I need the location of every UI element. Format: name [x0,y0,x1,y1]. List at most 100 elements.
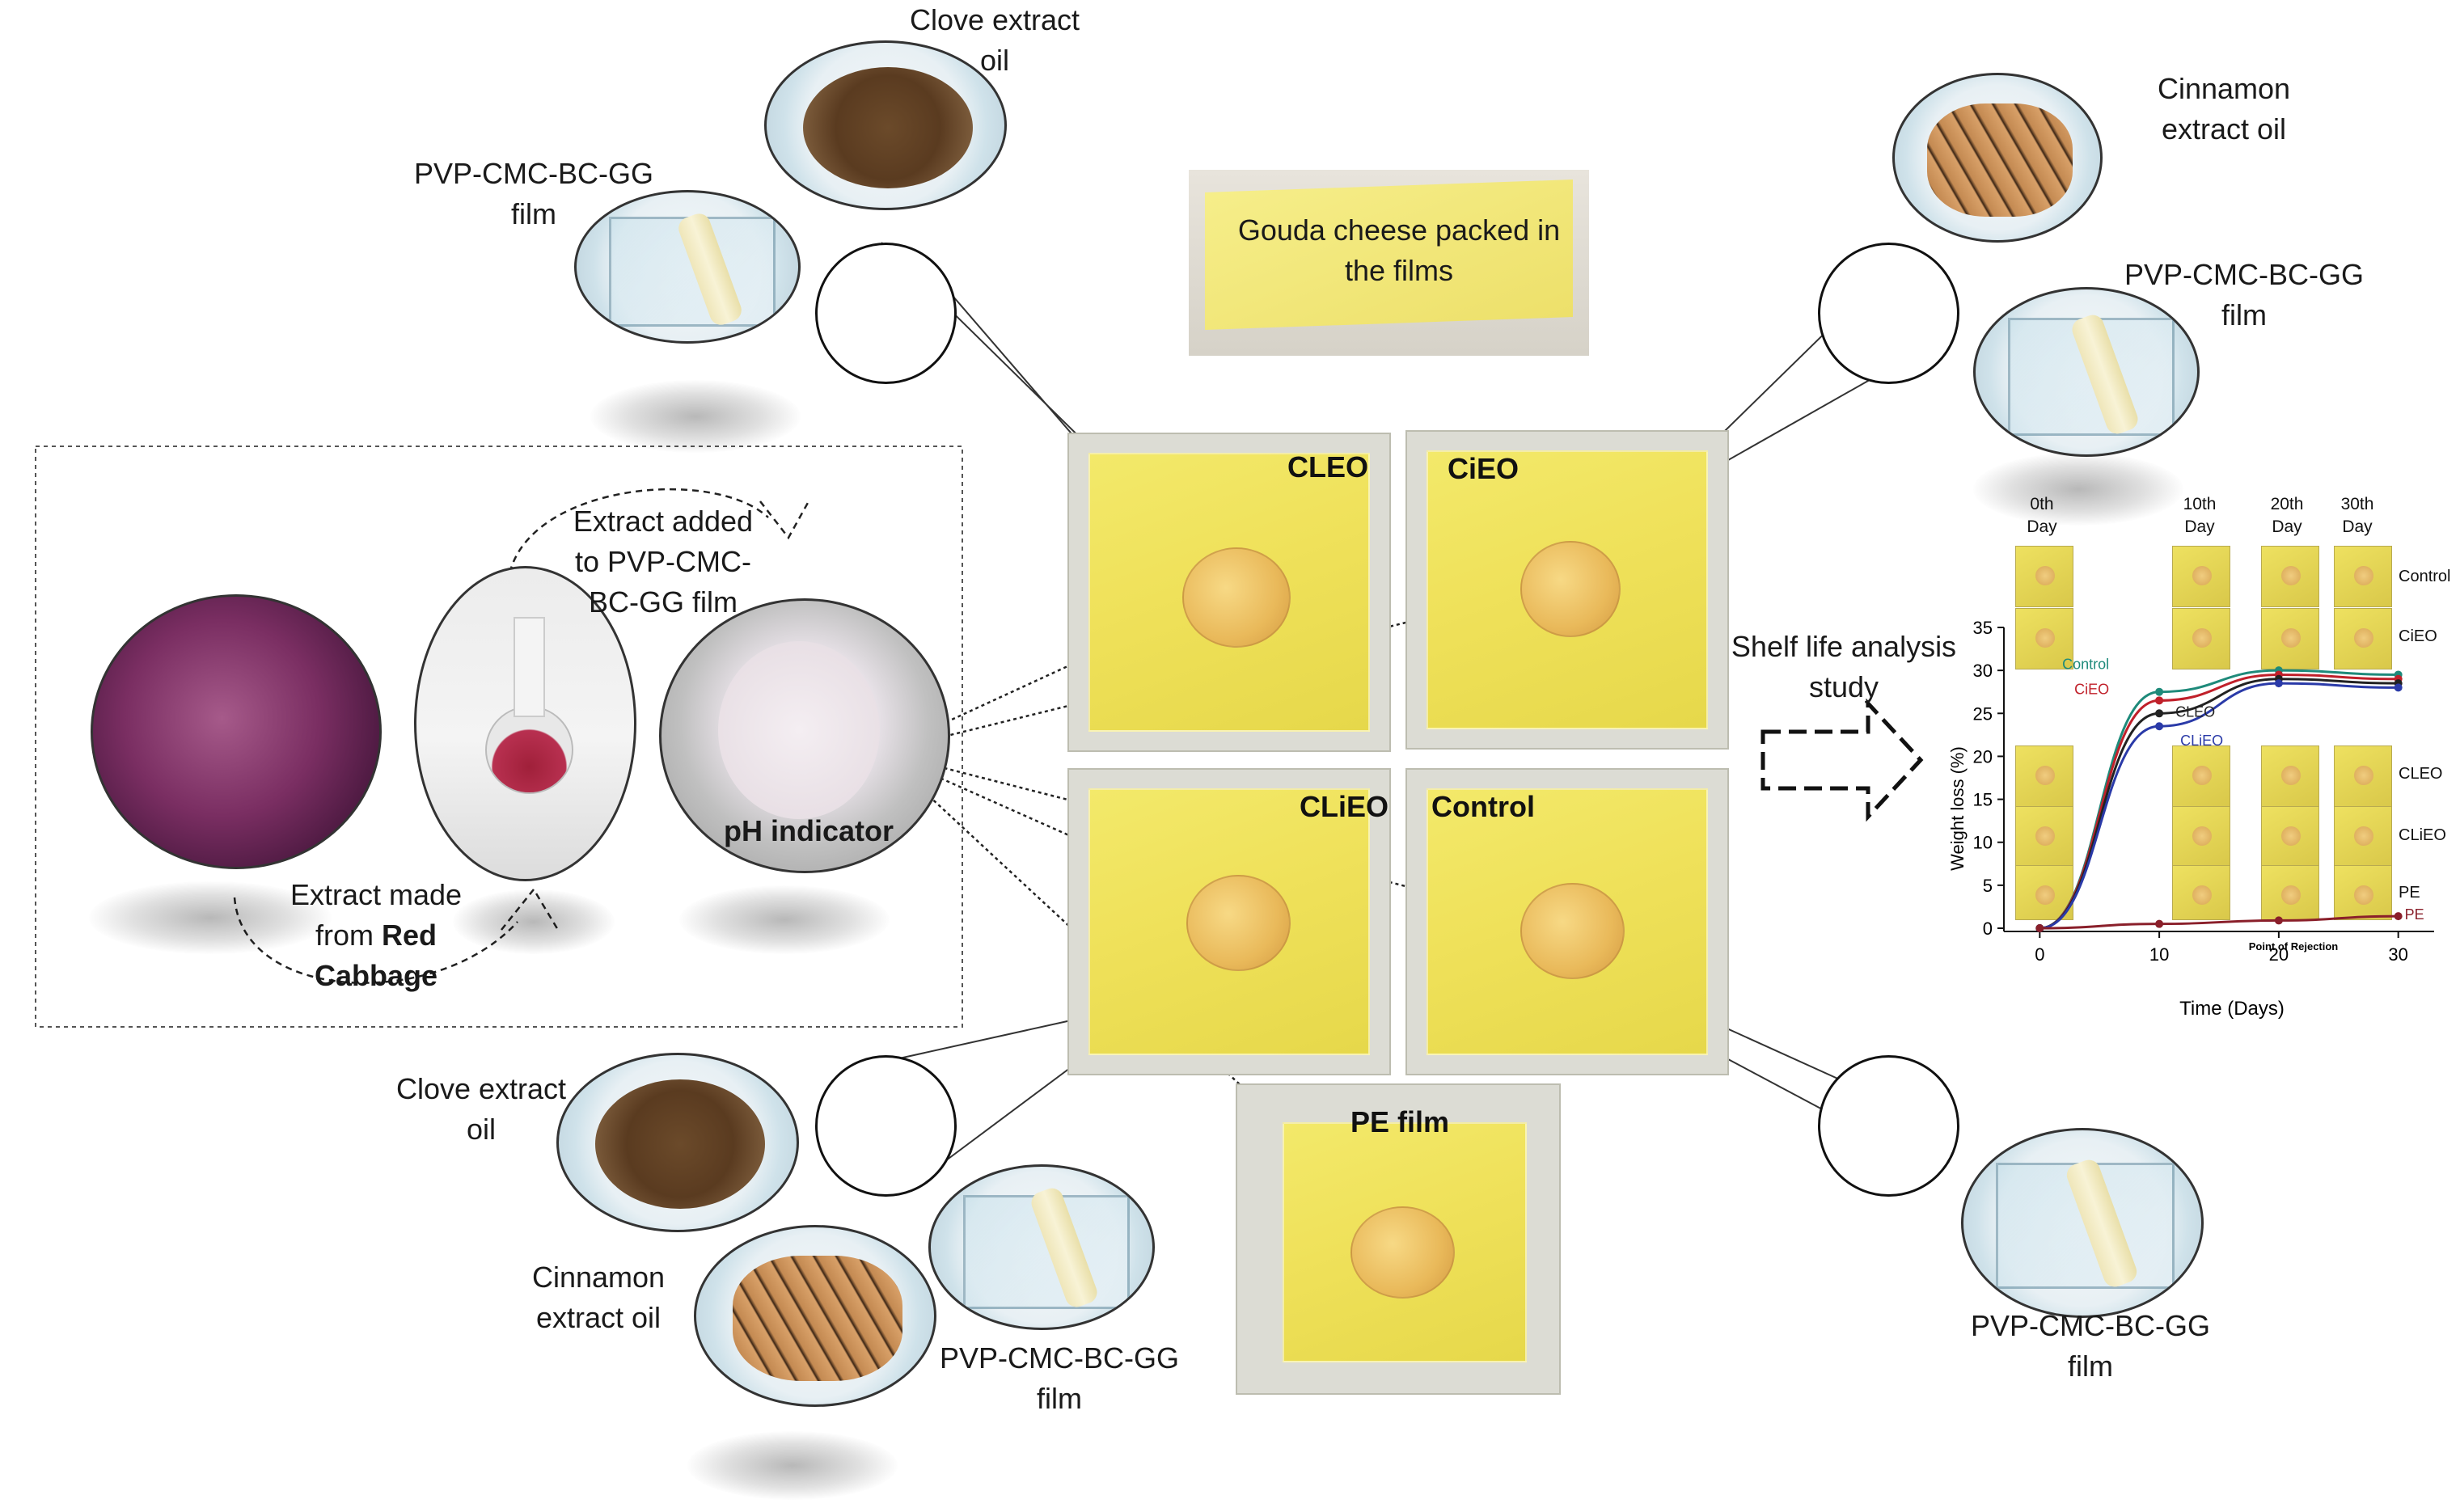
thumb-photo [2334,546,2392,607]
shadow [679,885,890,954]
ph-indicator-film-image [659,598,950,873]
gouda-photo [1189,170,1589,356]
zoom-circle [815,243,957,384]
thumb-photo [2172,865,2230,920]
chart-y-tick-label: 5 [1983,876,1993,896]
shelf-life-label: Shelf life analysis study [1731,630,1957,703]
chart-series-label: CiEO [2074,681,2109,697]
clove-oil-label-top: Clove extract oil [909,3,1080,77]
day-header-10: 10th Day [2183,495,2217,536]
zoom-circle [1818,243,1959,384]
ph-indicator-label: pH indicator [723,814,894,847]
chart-y-tick-label: 0 [1983,919,1993,939]
chart-series-label: Control [2062,657,2109,673]
chart-y-axis-label: Weight loss (%) [1947,746,1968,871]
chart-x-tick-label: 0 [2035,944,2044,965]
extract-made-text: Extract made from [290,878,463,952]
clove-plate-image [556,1053,799,1232]
film-plate-image [928,1164,1155,1330]
thumb-photo [2334,865,2392,920]
thumb-photo [2334,806,2392,868]
shelf-life-arrow [1760,698,1924,822]
film-plate-image [1961,1128,2204,1318]
extract-made-label: Extract made from Red Cabbage [267,875,485,996]
extract-added-label: Extract added to PVP-CMC-BC-GG film [573,505,754,619]
film-label-bottom-mid: PVP-CMC-BC-GG film [940,1341,1179,1415]
point-of-rejection-label: Point of Rejection [2249,940,2339,952]
thumb-photo [2334,745,2392,807]
chart-x-tick-label: 10 [2149,944,2169,965]
thumb-photo [2261,546,2319,607]
pack-cieo: CiEO [1405,430,1729,750]
chart-series-line-cleo [2039,678,2399,930]
thumb-photo [2172,608,2230,669]
cinnamon-oil-label-bottom: Cinnamon extract oil [531,1261,666,1334]
pack-cieo-label: CiEO [1448,452,1520,485]
chart-point-pe [2035,924,2044,932]
film-label-top-right: PVP-CMC-BC-GG film [2124,258,2364,332]
day-header-20: 20th Day [2270,495,2304,536]
chart-point-pe [2394,912,2403,921]
chart-series-label: CLiEO [2180,733,2223,749]
film-label-bottom-right: PVP-CMC-BC-GG film [1971,1309,2210,1383]
chart-series-line-clieo [2039,682,2399,930]
chart-x-axis-label: Time (Days) [2179,998,2285,1020]
chart-y-tick-label: 15 [1973,790,1993,810]
shadow [687,1431,898,1500]
clove-oil-label-bottom: Clove extract oil [395,1072,567,1146]
dotted-arrow [881,607,1193,754]
film-plate-image [1973,287,2200,457]
thumb-photo [2015,745,2073,807]
chart-point-clieo [2155,722,2164,731]
pack-cleo: CLEO [1067,433,1391,752]
curved-arrow-top [506,488,769,585]
film-plate-image [574,190,801,344]
thumb-photo [2015,608,2073,669]
chart-y-tick-label: 30 [1973,661,1993,681]
pack-control: Control [1405,768,1729,1075]
cinnamon-plate-image [694,1225,936,1407]
row-label-cieo: CiEO [2399,627,2437,645]
row-label-pe: PE [2399,884,2420,902]
chart-series-label: PE [2405,906,2424,923]
thumb-photo [2015,806,2073,868]
chart-y-tick-label: 35 [1973,618,1993,638]
chart-point-cieo [2155,696,2164,705]
thumb-photo [2261,745,2319,807]
thumb-photo [2015,546,2073,607]
day-header-30: 30th Day [2340,495,2374,536]
thumb-photo [2261,608,2319,669]
chart-x-tick-label: 30 [2388,944,2407,965]
chart-y-tick-label: 20 [1973,746,1993,767]
pack-control-label: Control [1431,790,1535,823]
shadow [1973,453,2183,526]
thumb-photo [2334,608,2392,669]
cinnamon-oil-label-top: Cinnamon extract oil [2157,72,2291,146]
thumb-photo [2172,546,2230,607]
chart-point-pe [2274,916,2283,925]
connector-line [877,1012,1105,1064]
pack-clieo-label: CLiEO [1300,790,1389,823]
zoom-circle [815,1055,957,1197]
pack-cleo-label: CLEO [1287,450,1369,484]
shadow [590,380,801,453]
red-cabbage-text: Red Cabbage [314,919,438,992]
chart-point-clieo [2394,683,2403,692]
chart-y-tick-label: 10 [1973,833,1993,853]
chart-series-line-cieo [2039,673,2399,930]
pack-clieo: CLiEO [1067,768,1391,1075]
thumb-photo [2172,806,2230,868]
red-cabbage-image [91,594,382,869]
chart-point-clieo [2274,679,2283,688]
row-label-clieo: CLiEO [2399,826,2446,844]
clove-plate-image [764,40,1007,210]
pack-pe: PE film [1236,1083,1561,1395]
shadow [89,881,332,954]
film-label-top-left: PVP-CMC-BC-GG film [414,157,653,230]
chart-series-line-control [2039,669,2399,930]
zoom-circle [1818,1055,1959,1197]
process-box [35,446,963,1028]
pe-film-label: PE film [1350,1105,1450,1138]
row-label-control: Control [2399,568,2451,585]
